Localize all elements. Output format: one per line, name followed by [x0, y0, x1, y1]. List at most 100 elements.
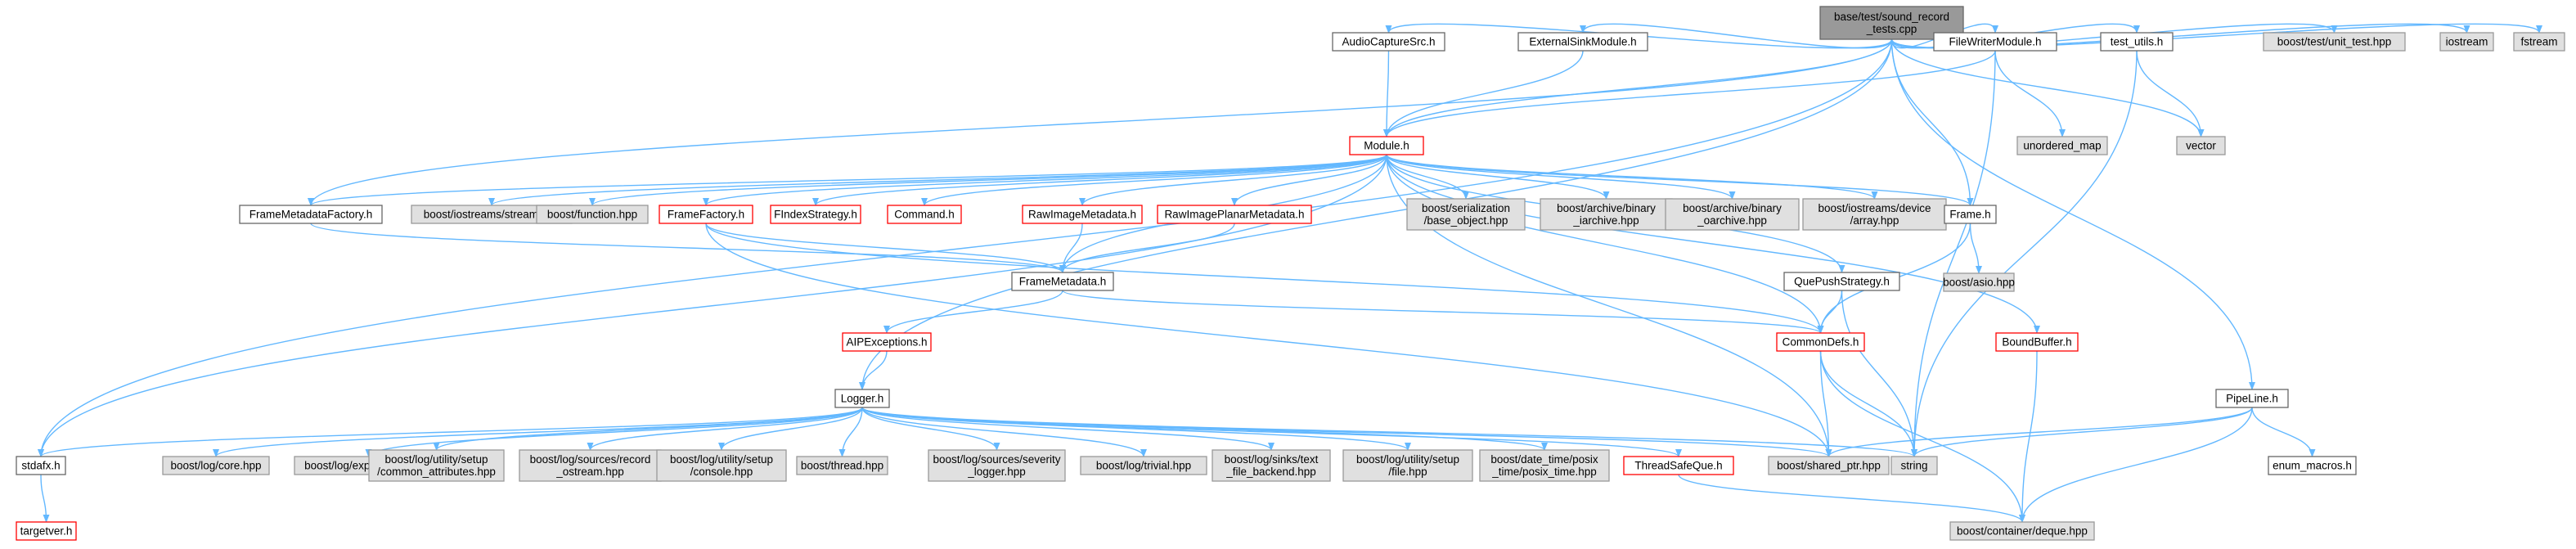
node-frame[interactable]: Frame.h: [1944, 205, 1997, 224]
node-aipex[interactable]: AIPExceptions.h: [842, 332, 932, 352]
node-boundbuffer[interactable]: BoundBuffer.h: [1995, 332, 2079, 352]
node-posixtime-box: [1479, 449, 1610, 482]
node-filewriter[interactable]: FileWriterModule.h: [1933, 32, 2057, 52]
node-devarray: boost/iostreams/device/array.hpp: [1802, 198, 1947, 231]
node-severity-label-1: _logger.hpp: [967, 466, 1026, 478]
node-vector-box: [2176, 136, 2226, 155]
node-fstream-label-0: fstream: [2520, 36, 2557, 48]
node-fmfactory[interactable]: FrameMetadataFactory.h: [239, 205, 383, 224]
edge-logger-to-string: [861, 407, 1917, 457]
node-commondefs-label-0: CommonDefs.h: [1783, 336, 1859, 349]
node-rawimg[interactable]: RawImageMetadata.h: [1022, 205, 1143, 224]
edge-framemeta-to-aipex: [883, 290, 1063, 334]
edge-logger-to-commonattr: [433, 407, 863, 451]
node-logger[interactable]: Logger.h: [834, 389, 890, 408]
node-trivial: boost/log/trivial.hpp: [1080, 456, 1207, 475]
edge-pipeline-to-enummacros: [2251, 407, 2316, 457]
edge-module-to-boundbuffer: [1386, 154, 2040, 334]
node-trivial-label-0: boost/log/trivial.hpp: [1096, 460, 1191, 472]
node-commondefs[interactable]: CommonDefs.h: [1776, 332, 1865, 352]
node-binoarchive-label-0: boost/archive/binary: [1683, 202, 1782, 214]
node-devarray-label-0: boost/iostreams/device: [1818, 202, 1931, 214]
edge-root-to-logger: [859, 38, 1893, 390]
node-stdafx[interactable]: stdafx.h: [16, 456, 66, 475]
node-thread-label-0: boost/thread.hpp: [801, 460, 883, 472]
edge-module-to-rawimg: [1079, 154, 1387, 206]
node-commonattr-label-1: /common_attributes.hpp: [377, 466, 496, 478]
edge-logger-to-threadsafeque: [861, 407, 1682, 457]
edge-logger-to-logcore: [213, 407, 863, 457]
node-filewriter-box: [1933, 32, 2057, 52]
node-biniarchive-label-0: boost/archive/binary: [1557, 202, 1656, 214]
node-binoarchive: boost/archive/binary_oarchive.hpp: [1665, 198, 1800, 231]
edge-logger-to-console: [718, 407, 863, 451]
node-iostream: iostream: [2439, 32, 2494, 52]
node-console-label-0: boost/log/utility/setup: [670, 453, 773, 466]
node-audio[interactable]: AudioCaptureSrc.h: [1332, 32, 1445, 52]
node-framemeta[interactable]: FrameMetadata.h: [1011, 272, 1114, 291]
node-command-box: [887, 205, 962, 224]
node-rawplanar[interactable]: RawImagePlanarMetadata.h: [1157, 205, 1312, 224]
node-pipeline-label-0: PipeLine.h: [2226, 393, 2278, 405]
node-posixtime-label-0: boost/date_time/posix: [1490, 453, 1598, 466]
node-devarray-box: [1802, 198, 1947, 231]
node-fstream-box: [2513, 32, 2565, 52]
node-extsink[interactable]: ExternalSinkModule.h: [1517, 32, 1648, 52]
edge-module-to-rawplanar: [1231, 154, 1387, 206]
node-severity: boost/log/sources/severity_logger.hpp: [928, 449, 1066, 482]
edge-pipeline-to-deque: [2019, 407, 2253, 523]
node-string: string: [1890, 456, 1938, 475]
node-severity-box: [928, 449, 1066, 482]
edge-testutils-to-vector: [2136, 50, 2205, 137]
node-enummacros-label-0: enum_macros.h: [2273, 460, 2352, 472]
edge-logger-to-recordostream: [587, 407, 863, 451]
node-deque-label-0: boost/container/deque.hpp: [1957, 525, 2088, 538]
node-testutils[interactable]: test_utils.h: [2100, 32, 2174, 52]
edge-logger-to-thread: [838, 407, 863, 457]
node-testutils-box: [2100, 32, 2174, 52]
node-recordostream-label-1: _ostream.hpp: [555, 466, 624, 478]
node-stdafx-box: [16, 456, 66, 475]
node-threadsafeque[interactable]: ThreadSafeQue.h: [1623, 456, 1734, 475]
node-framefactory-box: [659, 205, 753, 224]
edge-testutils-to-string: [1911, 50, 2138, 457]
node-function-label-0: boost/function.hpp: [547, 209, 637, 221]
node-commonattr-box: [368, 449, 505, 482]
node-serialization-label-1: /base_object.hpp: [1424, 214, 1508, 227]
node-root-label-0: base/test/sound_record: [1834, 11, 1949, 23]
edge-module-to-serialization: [1386, 154, 1469, 200]
edge-logger-to-logexpr: [365, 407, 863, 457]
node-quepush-label-0: QuePushStrategy.h: [1794, 276, 1890, 288]
edge-logger-to-severity: [861, 407, 1000, 451]
node-pipeline[interactable]: PipeLine.h: [2215, 389, 2289, 408]
edge-root-to-stdafx: [38, 38, 1893, 457]
node-findex[interactable]: FIndexStrategy.h: [770, 205, 861, 224]
node-enummacros[interactable]: enum_macros.h: [2268, 456, 2357, 475]
edge-root-to-fmfactory: [308, 38, 1893, 206]
edge-filewriter-to-string: [1911, 50, 1996, 457]
node-sharedptr: boost/shared_ptr.hpp: [1768, 456, 1890, 475]
node-command[interactable]: Command.h: [887, 205, 962, 224]
node-audio-label-0: AudioCaptureSrc.h: [1342, 36, 1435, 48]
node-textfile-box: [1212, 449, 1331, 482]
node-framefactory[interactable]: FrameFactory.h: [659, 205, 753, 224]
node-findex-label-0: FIndexStrategy.h: [774, 209, 857, 221]
node-unittest: boost/test/unit_test.hpp: [2263, 32, 2406, 52]
node-targetver[interactable]: targetver.h: [16, 521, 77, 541]
node-commonattr-label-0: boost/log/utility/setup: [384, 453, 488, 466]
node-textfile-label-0: boost/log/sinks/text: [1225, 453, 1319, 466]
edge-module-to-framefactory: [703, 154, 1387, 206]
edge-module-to-function: [589, 154, 1387, 206]
node-quepush[interactable]: QuePushStrategy.h: [1783, 272, 1900, 291]
node-targetver-box: [16, 521, 77, 541]
node-stdafx-label-0: stdafx.h: [21, 460, 60, 472]
node-biniarchive-box: [1540, 198, 1673, 231]
node-unordered-box: [2016, 136, 2108, 155]
node-module-box: [1349, 136, 1424, 155]
node-console-label-1: /console.hpp: [690, 466, 753, 478]
node-rawplanar-box: [1157, 205, 1312, 224]
node-module[interactable]: Module.h: [1349, 136, 1424, 155]
edge-logger-to-trivial: [861, 407, 1147, 457]
edge-module-to-binoarchive: [1386, 154, 1736, 200]
